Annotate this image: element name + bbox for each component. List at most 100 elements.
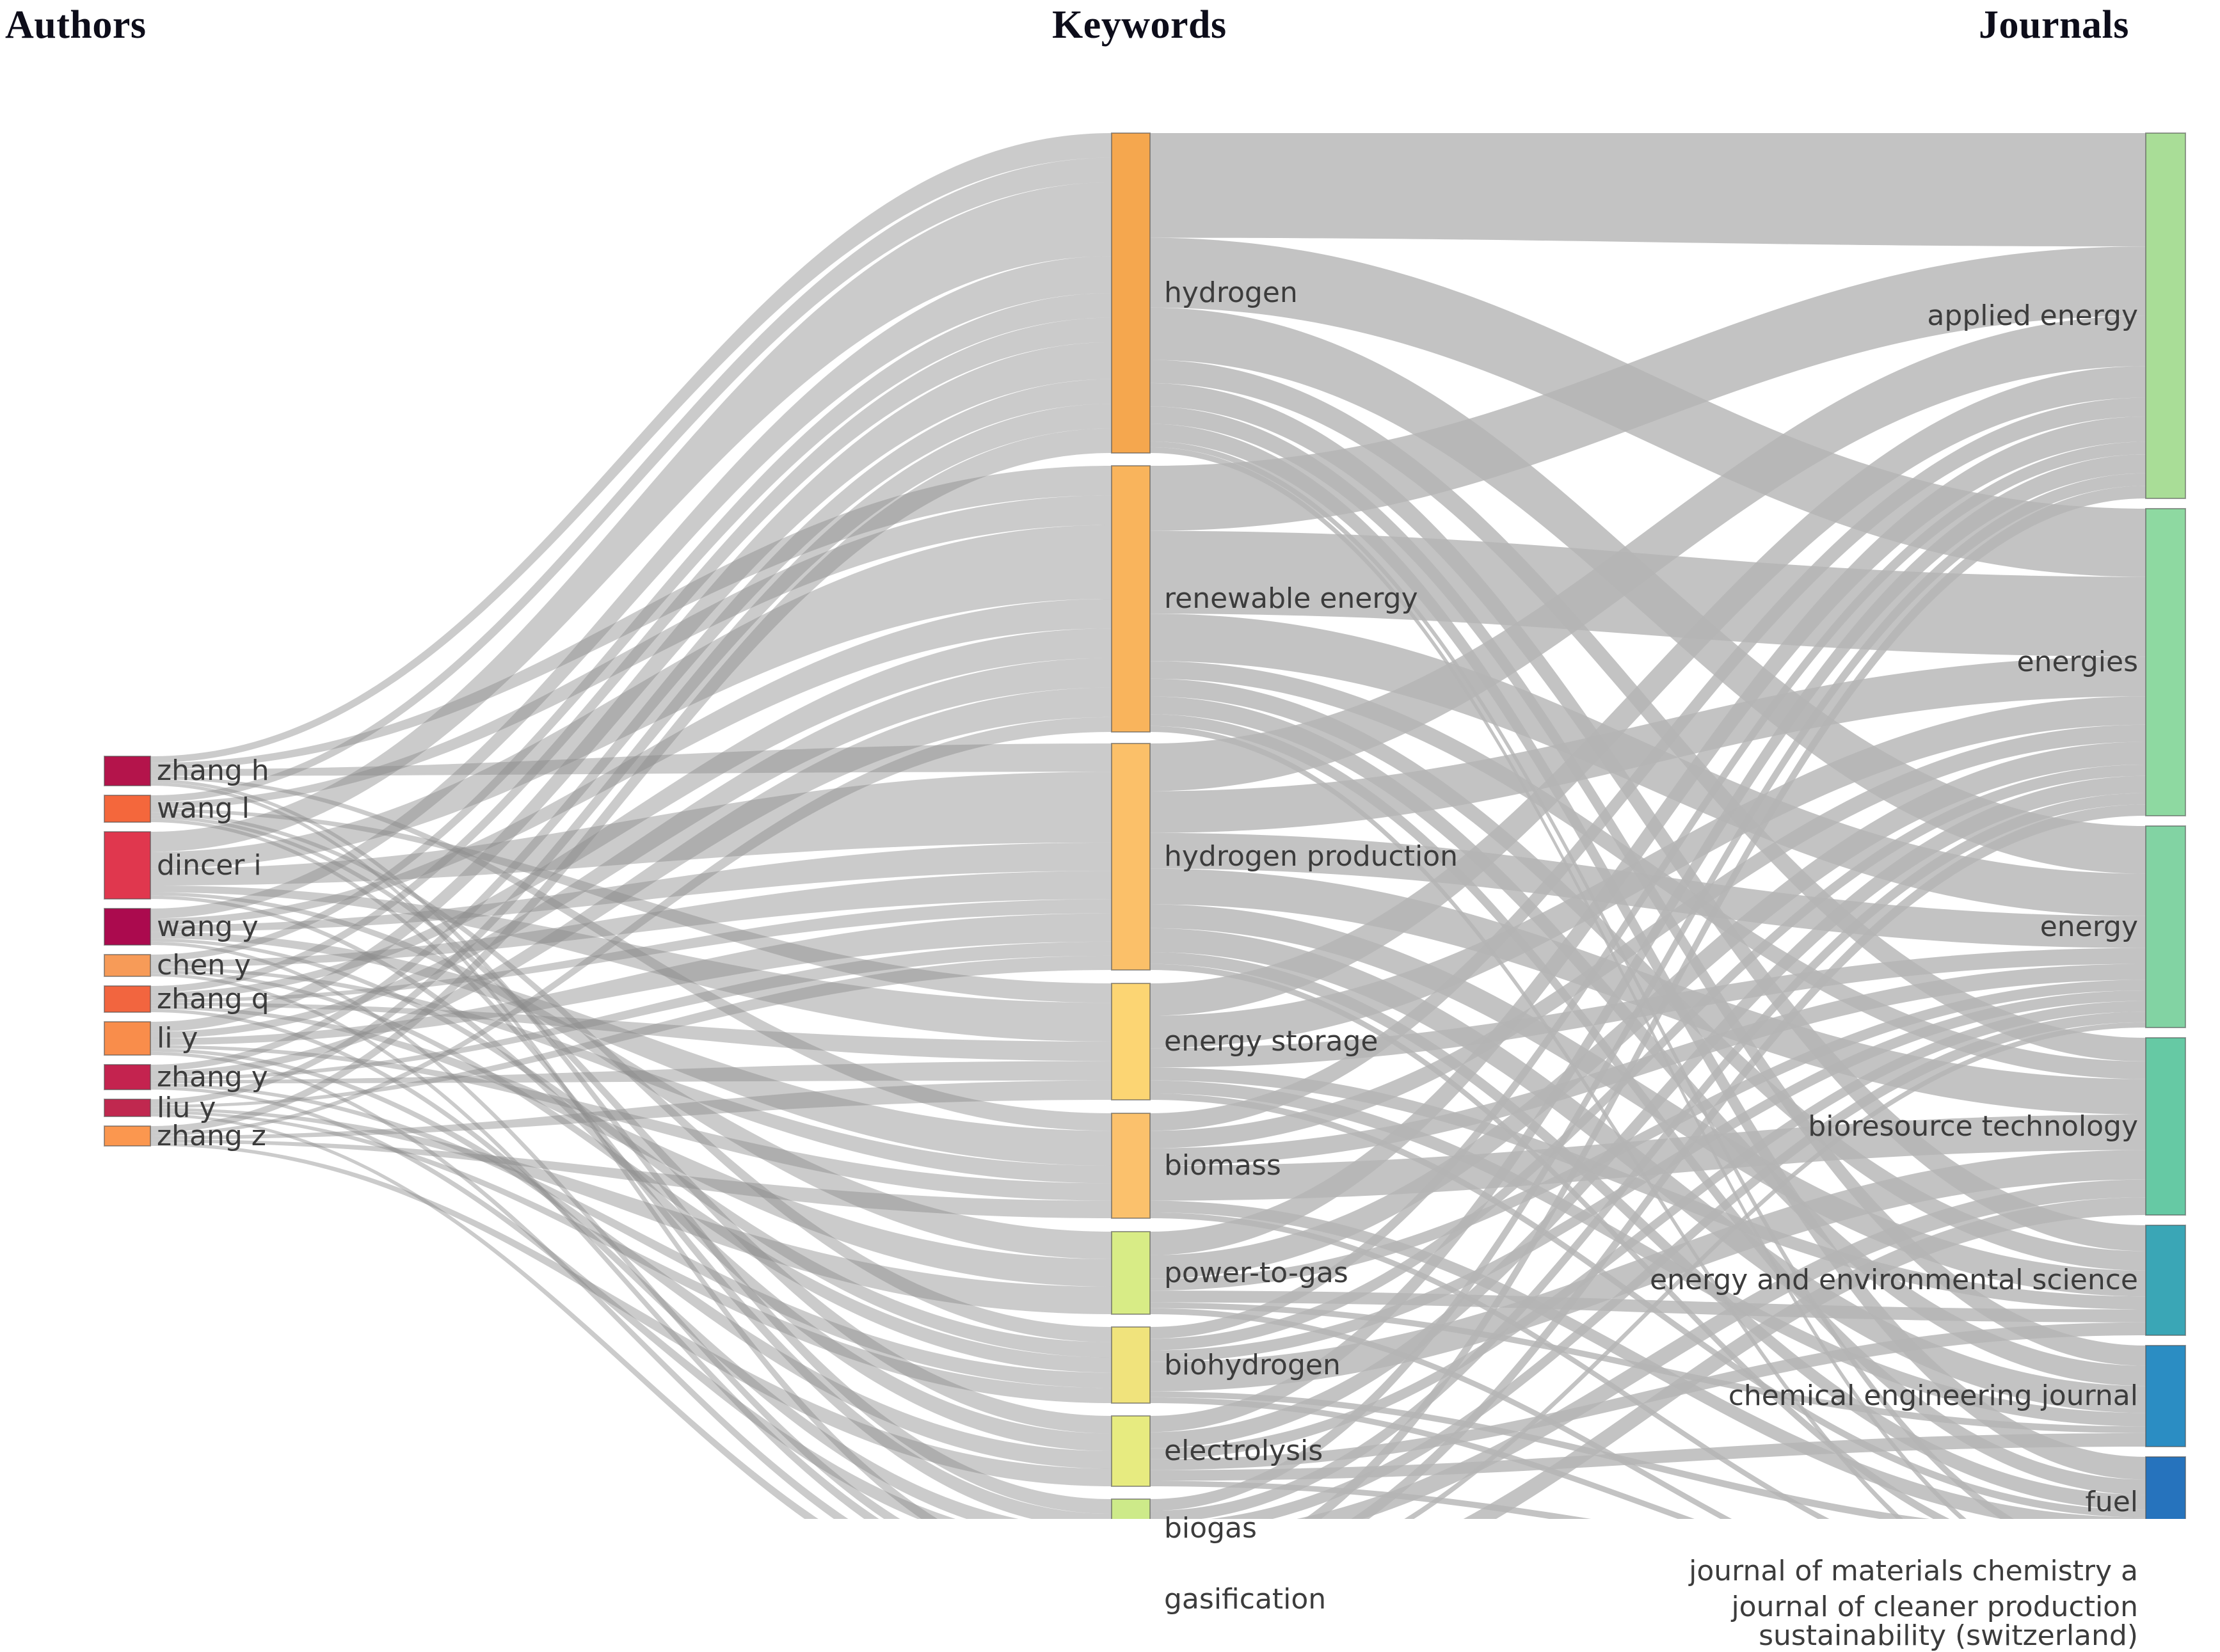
- sankey-link: [1150, 530, 2146, 657]
- sankey-link: [1150, 133, 2146, 247]
- keyword-node[interactable]: [1111, 1113, 1151, 1219]
- author-label: zhang y: [157, 1060, 268, 1093]
- author-node[interactable]: [104, 1064, 151, 1090]
- keyword-label: power-to-gas: [1164, 1256, 1348, 1289]
- sankey-link: [1150, 1322, 2146, 1470]
- sankey-link: [150, 133, 1112, 763]
- author-node[interactable]: [104, 1125, 151, 1147]
- keyword-label: energy storage: [1164, 1025, 1378, 1058]
- keyword-label: hydrogen: [1164, 276, 1298, 309]
- sankey-link: [150, 342, 1112, 1032]
- keyword-node[interactable]: [1111, 1231, 1151, 1315]
- journal-node[interactable]: [2145, 508, 2186, 816]
- sankey-link: [150, 1139, 1112, 1218]
- sankey-link: [1150, 775, 2146, 1449]
- links-authors-keywords: [150, 133, 1112, 1519]
- sankey-link: [150, 871, 1112, 967]
- sankey-link: [150, 941, 1112, 1081]
- sankey-link: [150, 404, 1112, 1105]
- sankey-link: [1463, 1197, 2146, 1519]
- author-node[interactable]: [104, 1099, 151, 1117]
- nodes-keyword: [1111, 132, 1151, 1519]
- sankey-link: [150, 466, 1112, 770]
- sankey-link: [150, 428, 1112, 1133]
- sankey-link: [150, 772, 1112, 886]
- sankey-link: [1150, 793, 2146, 1519]
- author-node[interactable]: [104, 756, 151, 786]
- sankey-link: [1150, 765, 2146, 1351]
- journal-node[interactable]: [2145, 1456, 2186, 1519]
- keyword-node[interactable]: [1111, 465, 1151, 733]
- journal-label: energy and environmental science: [1649, 1264, 2138, 1296]
- author-node[interactable]: [104, 831, 151, 900]
- keyword-node[interactable]: [1111, 983, 1151, 1100]
- keyword-node[interactable]: [1111, 1415, 1151, 1487]
- keyword-node[interactable]: [1111, 1326, 1151, 1404]
- sankey-link: [150, 1051, 849, 1519]
- author-label: zhang q: [157, 982, 269, 1015]
- sankey-link: [150, 899, 1112, 1003]
- author-label: liu y: [157, 1091, 216, 1124]
- sankey-link: [150, 955, 1112, 1108]
- sankey-link: [150, 892, 1112, 1259]
- sankey-link: [150, 886, 1112, 1042]
- journal-label: energy: [2040, 910, 2138, 943]
- sankey-link: [150, 1061, 1112, 1084]
- sankey-link: [150, 775, 1112, 1131]
- sankey-link: [1150, 696, 2146, 1386]
- author-node[interactable]: [104, 985, 151, 1013]
- author-node[interactable]: [104, 954, 151, 977]
- sankey-link: [1150, 366, 2146, 1016]
- sankey-link: [150, 182, 1112, 852]
- keyword-label: biohydrogen: [1164, 1348, 1341, 1381]
- sankey-link: [150, 1048, 1112, 1469]
- sankey-link: [150, 293, 1112, 961]
- author-node[interactable]: [104, 1021, 151, 1056]
- sankey-link: [150, 658, 1112, 1038]
- author-node[interactable]: [104, 795, 151, 823]
- sankey-link: [1150, 1481, 1592, 1519]
- column-title-journals: Journals: [1979, 3, 2129, 47]
- author-node[interactable]: [104, 908, 151, 946]
- journal-node[interactable]: [2145, 1037, 2186, 1216]
- journal-label: applied energy: [1927, 299, 2138, 332]
- sankey-link: [1150, 315, 2146, 791]
- sankey-link: [150, 782, 938, 1519]
- sankey-link: [1150, 1001, 2146, 1459]
- journal-label: journal of cleaner production: [1731, 1590, 2138, 1623]
- sankey-link: [1150, 656, 2146, 833]
- journal-node[interactable]: [2145, 1225, 2186, 1336]
- sankey-link: [150, 809, 1112, 1003]
- sankey-link: [1150, 383, 2146, 1251]
- sankey-link: [150, 1083, 1112, 1388]
- sankey-link: [150, 815, 1112, 1434]
- sankey-link: [1150, 1080, 2146, 1427]
- author-label: wang y: [157, 910, 259, 943]
- keyword-label: biomass: [1164, 1149, 1281, 1182]
- sankey-link: [1150, 990, 2146, 1362]
- sankey-link: [150, 938, 1112, 1358]
- sankey-link: [150, 1111, 1112, 1403]
- keyword-node[interactable]: [1111, 1498, 1151, 1519]
- journal-node[interactable]: [2145, 132, 2186, 499]
- sankey-link: [150, 525, 1112, 869]
- keyword-node[interactable]: [1111, 132, 1151, 454]
- column-title-keywords: Keywords: [1052, 3, 1227, 47]
- sankey-link: [150, 973, 879, 1519]
- sankey-link: [1150, 1067, 2146, 1310]
- nodes-journal: [2145, 132, 2186, 1519]
- journal-node[interactable]: [2145, 825, 2186, 1028]
- author-label: chen y: [157, 949, 252, 981]
- sankey-link: [1150, 980, 2146, 1291]
- sankey-link: [1150, 696, 2146, 1049]
- journal-label: journal of materials chemistry a: [1689, 1554, 2138, 1587]
- sankey-link: [1150, 904, 2146, 1297]
- sankey-link: [150, 743, 1112, 776]
- keyword-node[interactable]: [1111, 743, 1151, 971]
- sankey-link: [150, 157, 1112, 802]
- journal-node[interactable]: [2145, 1345, 2186, 1447]
- journal-label: fuel: [2085, 1486, 2138, 1518]
- sankey-link: [150, 913, 1112, 1045]
- sankey-link: [150, 1045, 1112, 1201]
- sankey-link: [150, 599, 1112, 925]
